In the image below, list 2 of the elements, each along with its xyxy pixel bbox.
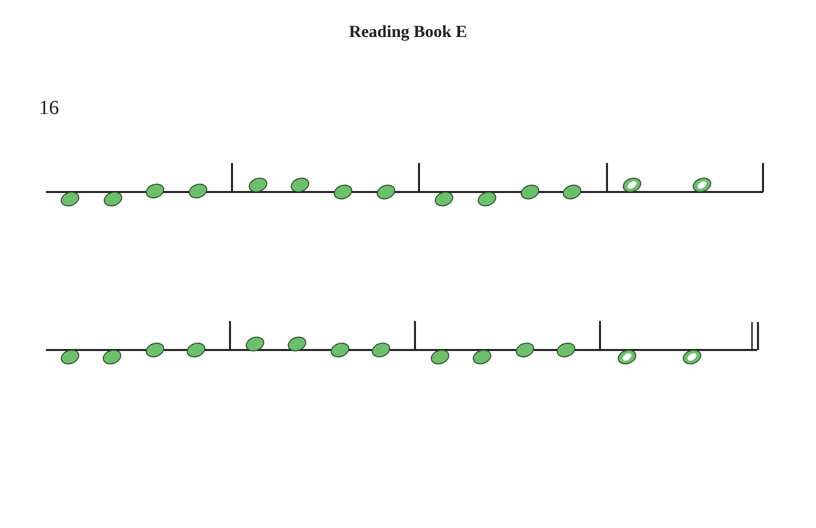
exercise-number: 16 [39, 97, 59, 120]
page-title: Reading Book E [348, 22, 468, 42]
